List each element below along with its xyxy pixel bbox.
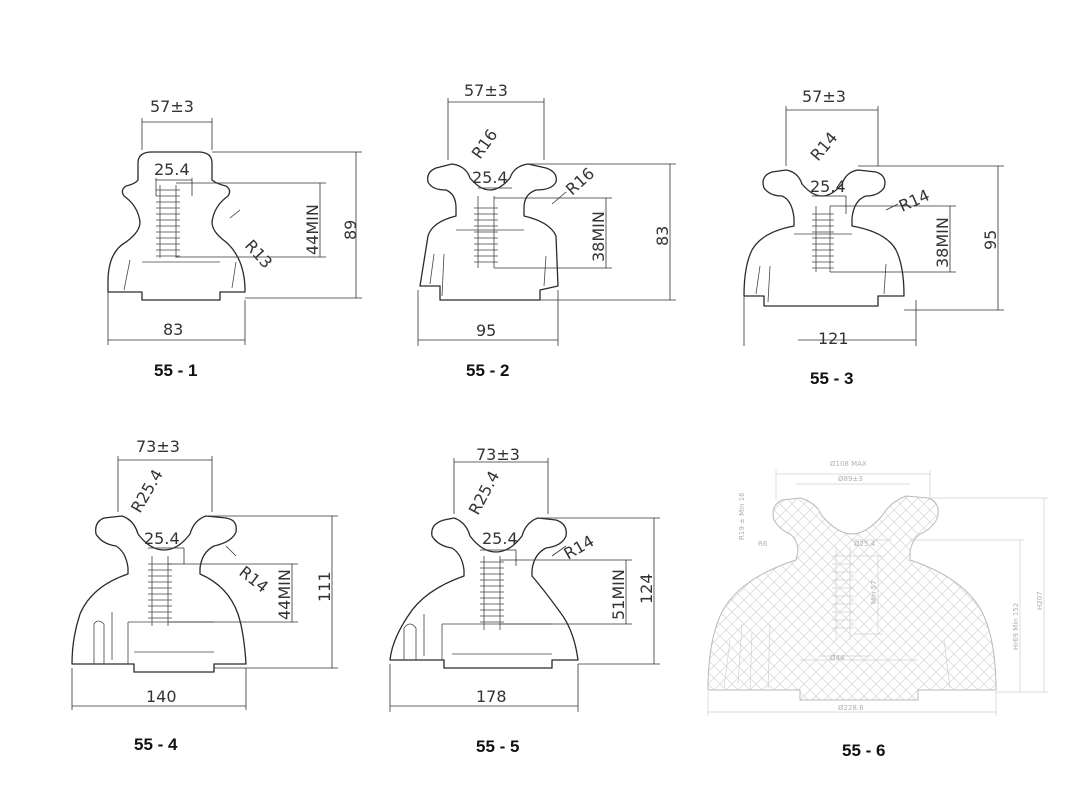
dim-thread-55-6: Min 57 <box>870 580 878 604</box>
dim-height-55-3: 95 <box>981 230 1000 250</box>
dim-width-55-2: 95 <box>476 321 496 340</box>
dim-width-55-3: 121 <box>818 329 849 348</box>
dim-radius-top-55-2: R16 <box>468 126 502 163</box>
thread-55-4 <box>148 556 172 626</box>
caption-55-4: 55 - 4 <box>134 735 178 754</box>
dim-top-55-1: 57±3 <box>150 97 194 116</box>
caption-55-3: 55 - 3 <box>810 369 853 388</box>
dim-top-55-6: Ø108 MAX <box>830 460 867 468</box>
dim-thread-55-3: 38MIN <box>933 217 952 268</box>
insulator-55-3-outline <box>743 169 905 307</box>
dim-thread-55-1: 44MIN <box>303 204 322 255</box>
drawing-55-2: 57±3 R16 25.4 R16 83 38MIN 95 55 - 2 <box>417 81 676 380</box>
insulator-55-2-outline <box>419 163 559 301</box>
drawing-55-4: 73±3 R25.4 25.4 R14 111 44MIN 140 55 - 4 <box>71 437 338 754</box>
caption-55-5: 55 - 5 <box>476 737 519 756</box>
dim-radius-top-55-4: R25.4 <box>127 466 167 516</box>
dim-height-55-4: 111 <box>315 571 334 602</box>
dim-radius-55-1: R13 <box>241 236 276 272</box>
caption-55-6: 55 - 6 <box>842 741 885 760</box>
dim-top-55-4: 73±3 <box>136 437 180 456</box>
dim-width-55-6: Ø228.6 <box>838 704 864 712</box>
dim-thread-55-4: 44MIN <box>275 569 294 620</box>
dim-radius-side-55-4: R14 <box>236 562 273 596</box>
dim-radius-side-55-3: R14 <box>896 185 932 215</box>
thread-55-3 <box>812 206 834 272</box>
dim-top-55-2: 57±3 <box>464 81 508 100</box>
dim-height-55-2: 83 <box>653 226 672 246</box>
dim-bore-55-6: Ø44 <box>830 654 845 662</box>
dim-top-55-5: 73±3 <box>476 445 520 464</box>
caption-55-1: 55 - 1 <box>154 361 197 380</box>
dim-height-55-1: 89 <box>341 220 360 240</box>
drawing-55-6: Ø108 MAX Ø89±3 R19 ± Min 16 R6 Ø25.4 Min… <box>707 460 1048 760</box>
dim-head-height-55-6: Hr69 Min 152 <box>1012 603 1020 650</box>
drawing-55-5: 73±3 R25.4 25.4 R14 124 51MIN 178 55 - 5 <box>389 445 660 756</box>
dim-inner-55-6: Ø89±3 <box>838 475 863 483</box>
thread-55-6 <box>832 546 854 640</box>
dim-inner-55-4: 25.4 <box>144 529 180 548</box>
dim-width-55-4: 140 <box>146 687 177 706</box>
insulator-55-6-outline <box>707 495 997 701</box>
dim-width-55-5: 178 <box>476 687 507 706</box>
thread-55-2 <box>474 196 498 268</box>
dim-thread-55-5: 51MIN <box>609 569 628 620</box>
dim-radius-top-55-5: R25.4 <box>465 468 504 518</box>
drawing-55-1: 57±3 25.4 R13 89 44MIN 83 55 - 1 <box>107 97 362 380</box>
insulator-55-1-outline <box>107 151 246 301</box>
dim-radius-top-55-3: R14 <box>807 128 842 164</box>
dim-height-55-5: 124 <box>637 573 656 604</box>
thread-55-1 <box>156 185 180 258</box>
dim-neck-55-6: Ø25.4 <box>854 540 876 548</box>
dim-inner-55-5: 25.4 <box>482 529 518 548</box>
thread-55-5 <box>480 556 504 630</box>
drawing-55-3: 57±3 R14 25.4 R14 95 38MIN 121 55 - 3 <box>743 87 1004 388</box>
dim-radius-side-55-2: R16 <box>562 164 598 199</box>
dim-radius-top-55-6: R19 ± Min 16 <box>738 492 746 540</box>
dim-inner-55-3: 25.4 <box>810 177 846 196</box>
caption-55-2: 55 - 2 <box>466 361 509 380</box>
dim-width-55-1: 83 <box>163 320 183 339</box>
dim-inner-55-1: 25.4 <box>154 160 190 179</box>
dim-thread-55-2: 38MIN <box>589 211 608 262</box>
dim-radius-side-55-6: R6 <box>758 540 768 548</box>
dim-inner-55-2: 25.4 <box>472 168 508 187</box>
dim-top-55-3: 57±3 <box>802 87 846 106</box>
dim-height-55-6: H207 <box>1036 591 1044 610</box>
